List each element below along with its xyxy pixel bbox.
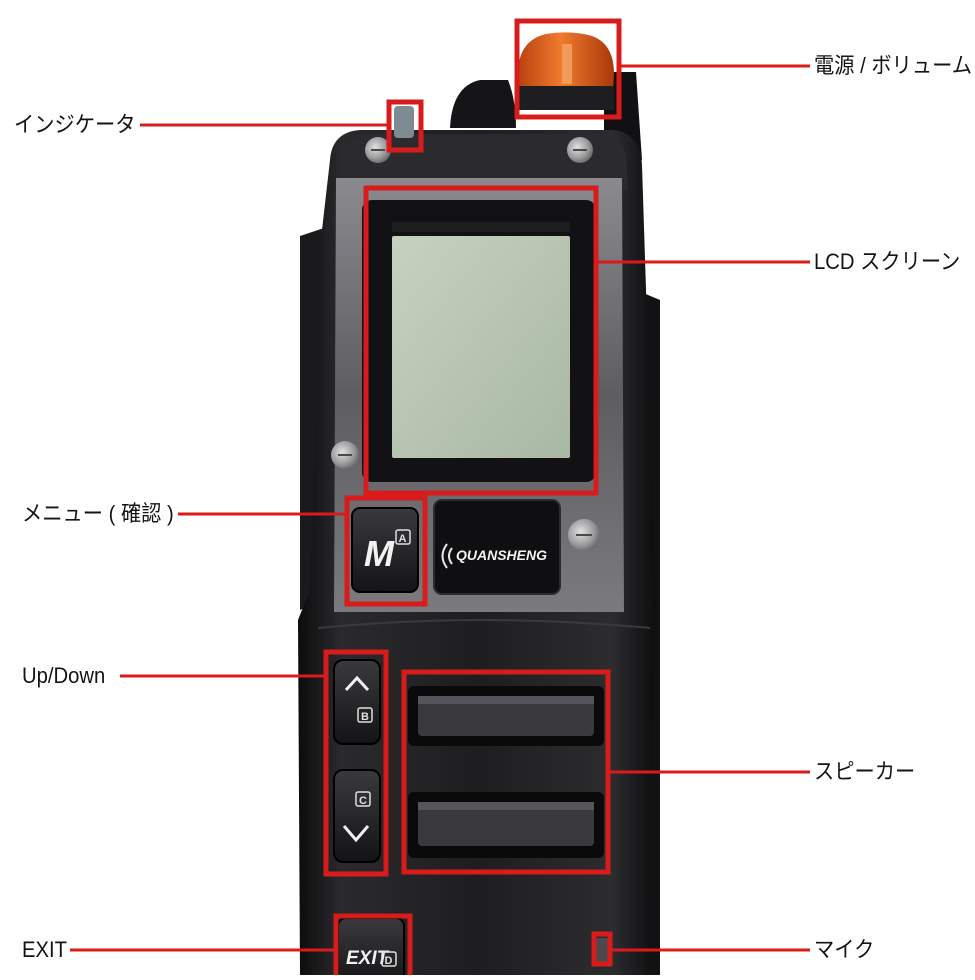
screw-icon [331,441,359,469]
power-volume-knob[interactable] [518,32,614,110]
box-lcd [363,185,599,496]
up-chevron-icon [344,675,370,692]
label-speaker: スピーカー [814,759,916,784]
lcd-screen [392,236,570,458]
label-indicator: インジケータ [14,112,136,137]
brand-logo: QUANSHENG [456,547,547,563]
label-menu-confirm: メニュー ( 確認 ) [22,501,174,526]
label-up-down: Up/Down [22,663,106,688]
box-power-volume [514,18,622,120]
speaker-grille [408,686,604,858]
down-key[interactable]: C [333,769,381,863]
box-updown [323,649,389,877]
menu-key[interactable]: M A [351,507,419,593]
menu-key-letter: M [364,533,395,574]
indicator-led [394,106,414,138]
label-exit: EXIT [22,937,67,962]
up-key-sub: B [361,711,369,723]
up-key[interactable]: B [333,659,381,745]
wave-icon [441,543,453,569]
box-menu [344,495,428,607]
brand-plate: QUANSHENG [433,499,561,595]
screw-icon [365,137,391,163]
label-lcd-screen: LCD スクリーン [814,249,961,274]
exit-key-text: EXIT [346,948,390,969]
down-key-sub: C [359,795,367,807]
exit-key-sub: D [385,955,393,967]
label-power-volume: 電源 / ボリューム [814,53,972,78]
leader-lines [70,64,810,952]
screw-icon [567,137,593,163]
exit-key[interactable]: EXIT D [337,917,405,980]
menu-key-sub: A [399,533,407,545]
down-chevron-icon [342,825,370,843]
label-mic: マイク [814,937,875,962]
mic-hole [596,938,608,962]
screw-icon [568,519,600,551]
dial-base [450,80,516,128]
